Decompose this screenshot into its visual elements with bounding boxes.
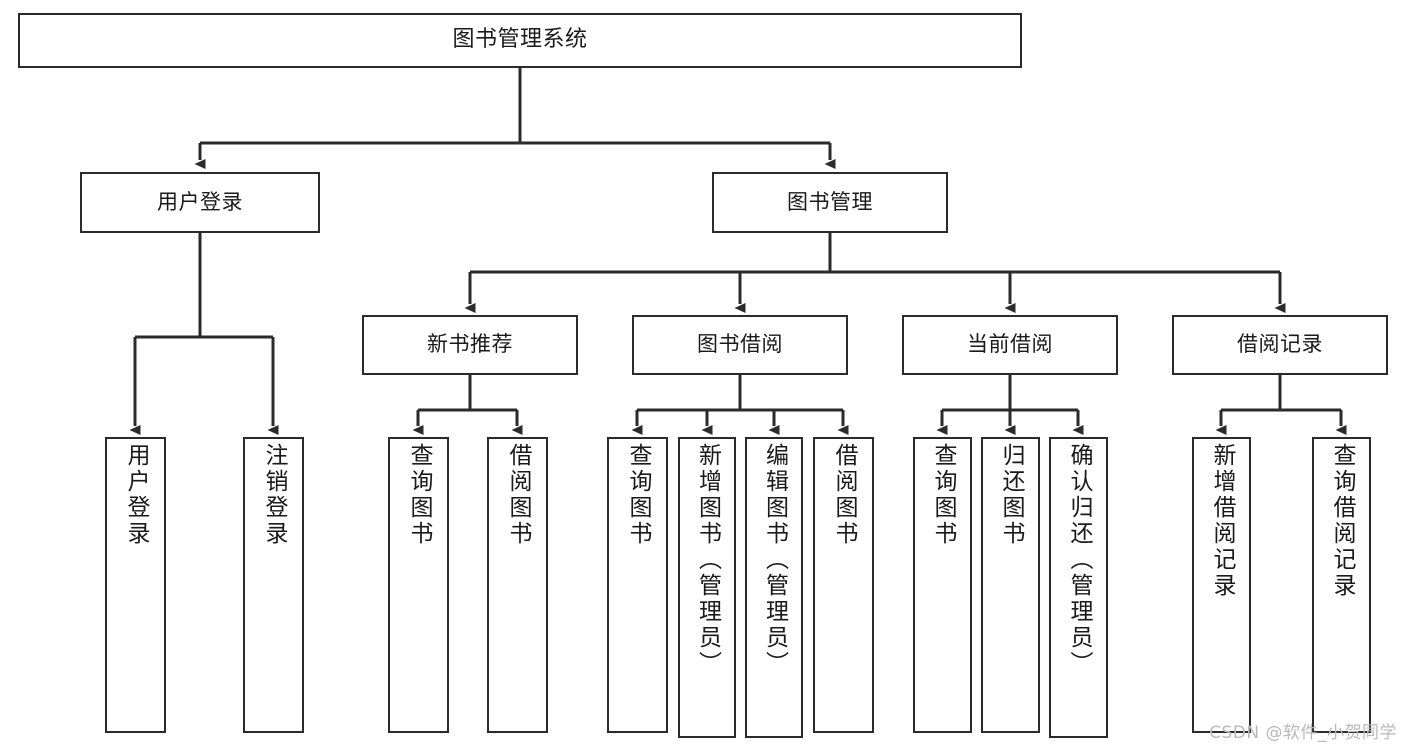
node-label: 借阅记录 bbox=[1237, 332, 1323, 357]
node-leaf-user-logout[interactable]: 注销登录 bbox=[243, 437, 304, 733]
node-label: 用户登录 bbox=[123, 443, 149, 547]
node-label: 图书借阅 bbox=[697, 332, 783, 357]
node-label: 注销登录 bbox=[261, 443, 287, 547]
node-book-management-system[interactable]: 图书管理系统 bbox=[18, 13, 1022, 68]
node-label: 新书推荐 bbox=[427, 332, 513, 357]
node-book-borrowing[interactable]: 图书借阅 bbox=[632, 315, 848, 375]
node-leaf-query-borrow-record[interactable]: 查询借阅记录 bbox=[1312, 437, 1371, 733]
node-label: 查询图书 bbox=[406, 443, 432, 547]
node-leaf-add-borrow-record[interactable]: 新增借阅记录 bbox=[1192, 437, 1251, 733]
node-label: 图书管理 bbox=[787, 189, 873, 214]
node-label: 新增图书（管理员） bbox=[694, 443, 721, 677]
node-label: 编辑图书（管理员） bbox=[761, 443, 788, 677]
node-label: 查询借阅记录 bbox=[1329, 443, 1355, 599]
node-user-login[interactable]: 用户登录 bbox=[80, 172, 320, 233]
node-label: 确认归还（管理员） bbox=[1066, 443, 1092, 677]
node-leaf-query-book-borrow[interactable]: 查询图书 bbox=[607, 437, 668, 733]
node-book-management[interactable]: 图书管理 bbox=[712, 172, 948, 233]
node-leaf-query-book-current[interactable]: 查询图书 bbox=[913, 437, 972, 733]
node-label: 当前借阅 bbox=[967, 332, 1053, 357]
node-leaf-edit-book-admin[interactable]: 编辑图书（管理员） bbox=[745, 437, 803, 738]
node-label: 归还图书 bbox=[998, 443, 1024, 547]
node-borrowing-records[interactable]: 借阅记录 bbox=[1172, 315, 1388, 375]
node-label: 新增借阅记录 bbox=[1209, 443, 1235, 599]
node-label: 借阅图书 bbox=[831, 443, 857, 547]
node-leaf-borrow-book[interactable]: 借阅图书 bbox=[813, 437, 874, 733]
node-current-borrowing[interactable]: 当前借阅 bbox=[902, 315, 1118, 375]
node-leaf-confirm-return-admin[interactable]: 确认归还（管理员） bbox=[1049, 437, 1108, 738]
node-label: 图书管理系统 bbox=[452, 27, 588, 53]
node-label: 借阅图书 bbox=[505, 443, 531, 547]
node-leaf-borrow-book-new[interactable]: 借阅图书 bbox=[487, 437, 548, 733]
node-label: 查询图书 bbox=[625, 443, 651, 547]
node-leaf-user-login[interactable]: 用户登录 bbox=[105, 437, 166, 733]
watermark-text: CSDN @软件_小贺同学 bbox=[1209, 723, 1397, 743]
node-label: 用户登录 bbox=[157, 189, 243, 214]
node-leaf-return-book[interactable]: 归还图书 bbox=[981, 437, 1040, 733]
node-leaf-query-book-new[interactable]: 查询图书 bbox=[388, 437, 449, 733]
node-new-book-recommendation[interactable]: 新书推荐 bbox=[362, 315, 578, 375]
node-label: 查询图书 bbox=[930, 443, 956, 547]
node-leaf-add-book-admin[interactable]: 新增图书（管理员） bbox=[678, 437, 736, 738]
